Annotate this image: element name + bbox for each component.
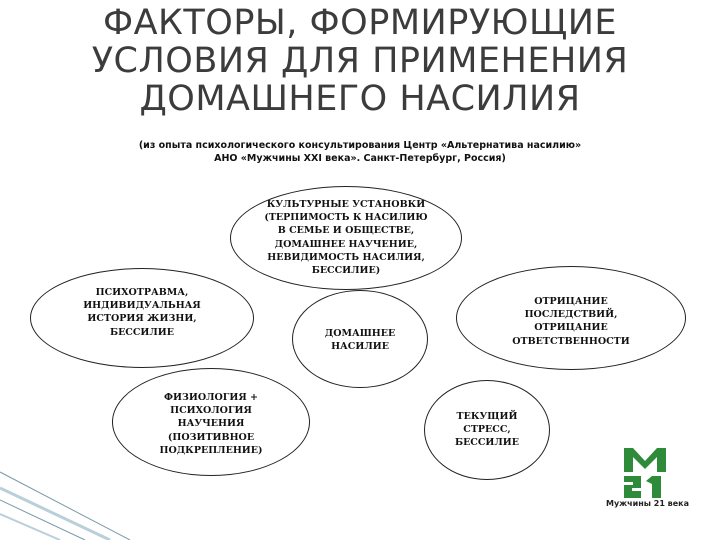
subtitle-line-2: АНО «Мужчины XXI века». Санкт-Петербург,… bbox=[214, 153, 506, 164]
subtitle-line-1: (из опыта психологического консультирова… bbox=[138, 140, 582, 151]
node-denial-label: ОТРИЦАНИЕ ПОСЛЕДСТВИЙ, ОТРИЦАНИЕ ОТВЕТСТ… bbox=[512, 296, 630, 347]
title-line-3: ДОМАШНЕГО НАСИЛИЯ bbox=[139, 79, 581, 119]
node-cultural-ellipse bbox=[230, 186, 462, 290]
node-cultural-label: КУЛЬТУРНЫЕ УСТАНОВКИ (ТЕРПИМОСТЬ К НАСИЛ… bbox=[264, 199, 428, 277]
title-line-1: ФАКТОРЫ, ФОРМИРУЮЩИЕ bbox=[102, 3, 618, 43]
node-domestic-ellipse bbox=[292, 290, 428, 388]
node-denial-ellipse bbox=[456, 266, 686, 370]
page-title: ФАКТОРЫ, ФОРМИРУЮЩИЕ УСЛОВИЯ ДЛЯ ПРИМЕНЕ… bbox=[40, 4, 680, 118]
node-stress-ellipse bbox=[424, 380, 550, 480]
node-trauma-ellipse bbox=[30, 268, 254, 368]
title-line-2: УСЛОВИЯ ДЛЯ ПРИМЕНЕНИЯ bbox=[91, 41, 629, 81]
page-subtitle: (из опыта психологического консультирова… bbox=[80, 139, 640, 165]
men-21-century-logo bbox=[624, 448, 666, 498]
node-domestic-label: ДОМАШНЕЕ НАСИЛИЕ bbox=[324, 328, 396, 353]
logo-caption: Мужчины 21 века bbox=[605, 499, 689, 508]
node-physiology-ellipse bbox=[112, 368, 310, 476]
node-physiology-label: ФИЗИОЛОГИЯ + ПСИХОЛОГИЯ НАУЧЕНИЯ (ПОЗИТИ… bbox=[159, 392, 263, 456]
node-trauma-label: ПСИХОТРАВМА, ИНДИВИДУАЛЬНАЯ ИСТОРИЯ ЖИЗН… bbox=[83, 287, 201, 338]
node-stress-label: ТЕКУЩИЙ СТРЕСС, БЕССИЛИЕ bbox=[454, 411, 520, 449]
